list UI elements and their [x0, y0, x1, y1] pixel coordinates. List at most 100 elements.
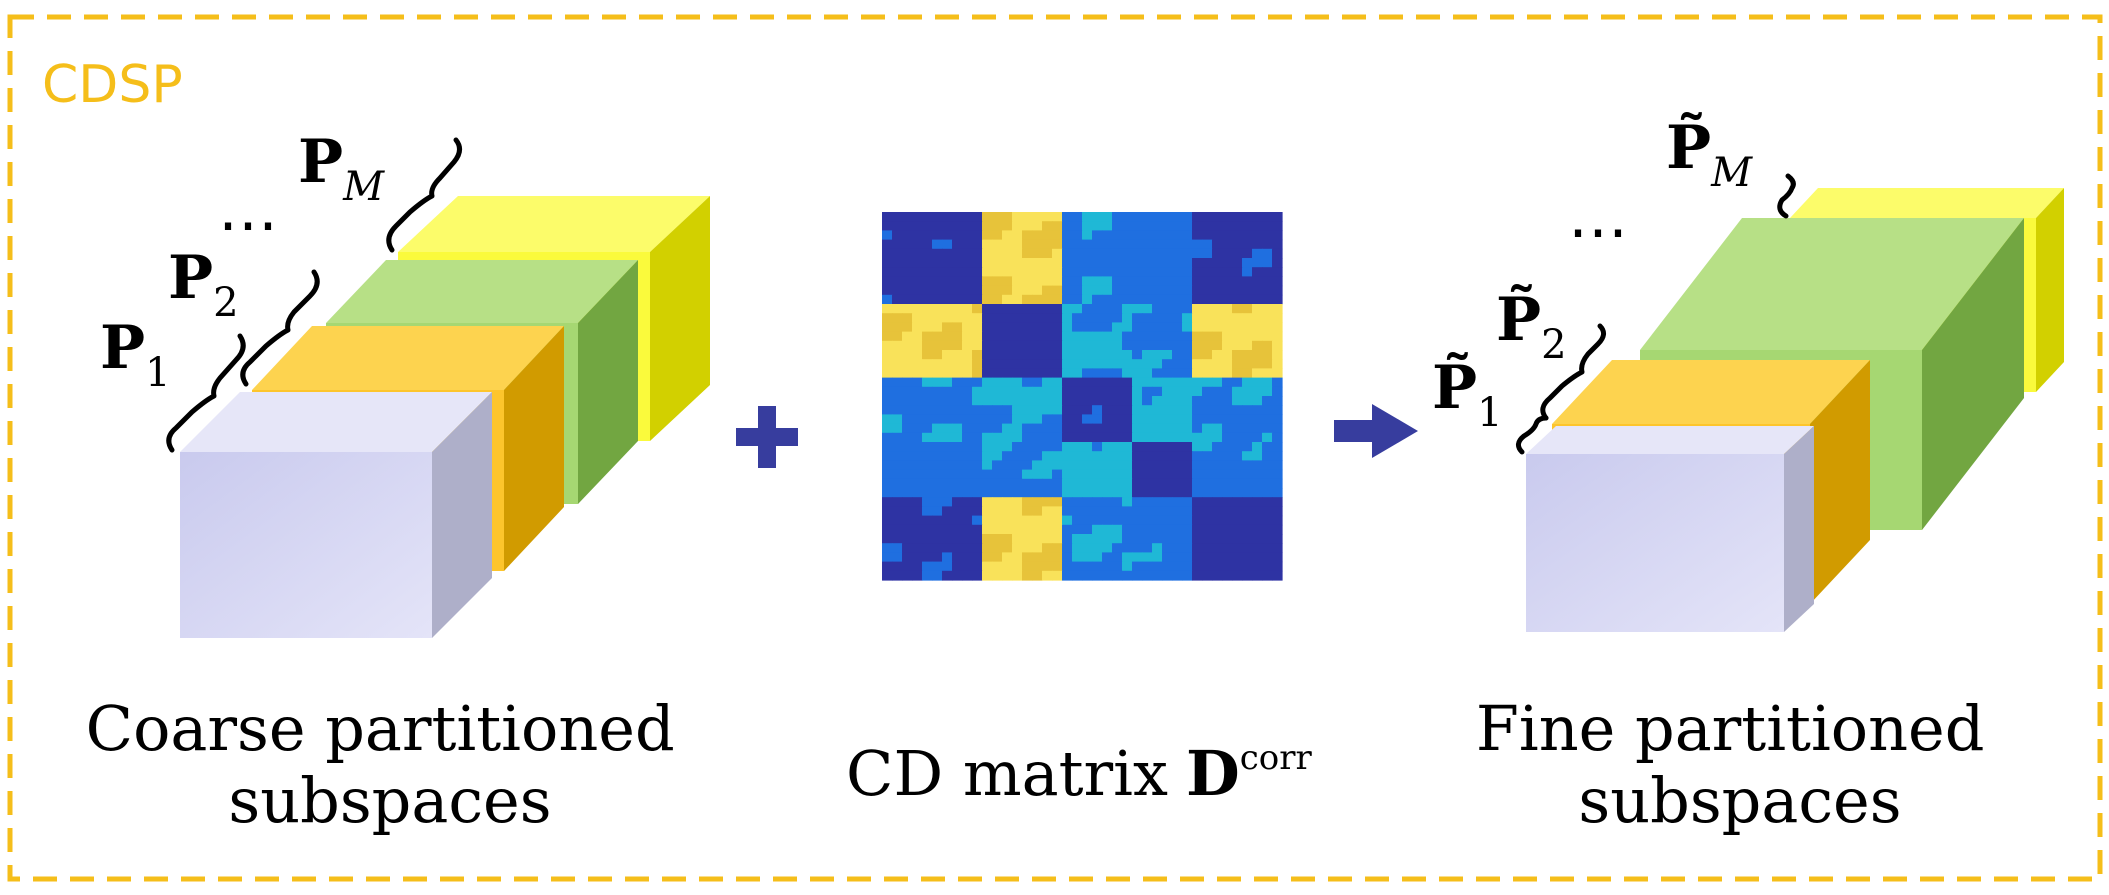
heatmap-cell [1032, 515, 1043, 526]
heatmap-cell [1232, 322, 1243, 333]
heatmap-cell [1082, 460, 1093, 471]
heatmap-cell [1202, 432, 1213, 443]
heatmap-cell [982, 534, 993, 544]
heatmap-cell [1252, 423, 1263, 434]
heatmap-cell [1122, 478, 1133, 489]
heatmap-cell [1022, 552, 1033, 563]
heatmap-cell [1062, 432, 1073, 443]
heatmap-cell [902, 221, 913, 231]
heatmap-cell [1192, 248, 1203, 259]
heatmap-cell [1232, 423, 1243, 434]
heatmap-cell [1022, 543, 1033, 553]
heatmap-cell [1202, 488, 1213, 498]
heatmap-cell [952, 258, 963, 268]
heatmap-cell [1242, 561, 1253, 572]
heatmap-cell [1042, 368, 1053, 379]
heatmap-cell [1062, 294, 1073, 305]
heatmap-cell [1122, 359, 1133, 369]
heatmap-cell [982, 304, 993, 314]
heatmap-cell [1052, 239, 1063, 250]
heatmap-cell [932, 212, 943, 222]
heatmap-cell [1242, 432, 1253, 443]
heatmap-cell [882, 460, 893, 471]
heatmap-cell [1172, 331, 1183, 342]
heatmap-cell [1252, 552, 1263, 563]
heatmap-cell [1062, 377, 1073, 388]
heatmap-cell [882, 313, 893, 323]
heatmap-cell [1272, 442, 1283, 452]
heatmap-cell [1002, 276, 1013, 287]
heatmap-cell [1272, 478, 1283, 489]
heatmap-cell [972, 258, 983, 268]
heatmap-cell [942, 239, 953, 250]
heatmap-cell [1212, 386, 1223, 397]
heatmap-cell [942, 313, 953, 323]
heatmap-cell [1092, 561, 1103, 572]
heatmap-cell [922, 331, 933, 342]
heatmap-cell [1232, 285, 1243, 296]
heatmap-cell [1172, 285, 1183, 296]
heatmap-cell [1092, 396, 1103, 406]
heatmap-cell [972, 414, 983, 425]
heatmap-cell [1162, 386, 1173, 397]
heatmap-cell [1262, 543, 1273, 553]
heatmap-cell [1162, 506, 1173, 517]
heatmap-cell [1142, 488, 1153, 498]
heatmap-cell [962, 414, 973, 425]
heatmap-cell [942, 534, 953, 544]
heatmap-cell [1212, 322, 1223, 333]
heatmap-cell [1112, 212, 1123, 222]
heatmap-cell [942, 386, 953, 397]
heatmap-cell [1082, 543, 1093, 553]
heatmap-cell [1042, 350, 1053, 360]
heatmap-cell [1272, 506, 1283, 517]
heatmap-cell [1262, 359, 1273, 369]
heatmap-cell [1242, 285, 1253, 296]
heatmap-cell [1082, 423, 1093, 434]
heatmap-cell [1082, 239, 1093, 250]
heatmap-cell [1102, 267, 1113, 277]
heatmap-cell [1042, 294, 1053, 305]
heatmap-cell [1162, 515, 1173, 526]
heatmap-cell [892, 386, 903, 397]
heatmap-cell [932, 543, 943, 553]
heatmap-cell [1112, 239, 1123, 250]
heatmap-cell [1012, 570, 1023, 581]
heatmap-cell [1082, 313, 1093, 323]
heatmap-cell [1212, 469, 1223, 480]
heatmap-cell [972, 294, 983, 305]
heatmap-cell [972, 267, 983, 277]
heatmap-cell [922, 488, 933, 498]
heatmap-cell [1212, 276, 1223, 287]
heatmap-cell [1032, 322, 1043, 333]
heatmap-cell [1222, 497, 1233, 507]
heatmap-cell [1102, 506, 1113, 517]
heatmap-cell [1192, 534, 1203, 544]
heatmap-cell [1062, 350, 1073, 360]
heatmap-cell [1232, 294, 1243, 305]
heatmap-cell [942, 294, 953, 305]
heatmap-cell [1232, 451, 1243, 461]
heatmap-cell [1182, 368, 1193, 379]
heatmap-cell [1142, 258, 1153, 268]
heatmap-cell [922, 340, 933, 351]
heatmap-cell [1042, 304, 1053, 314]
heatmap-cell [992, 497, 1003, 507]
heatmap-cell [1072, 488, 1083, 498]
heatmap-cell [982, 258, 993, 268]
heatmap-cell [1232, 230, 1243, 241]
heatmap-cell [1232, 313, 1243, 323]
heatmap-cell [1232, 534, 1243, 544]
heatmap-cell [962, 561, 973, 572]
heatmap-cell [1002, 506, 1013, 517]
heatmap-cell [1072, 313, 1083, 323]
heatmap-cell [902, 469, 913, 480]
heatmap-cell [1132, 469, 1143, 480]
heatmap-cell [882, 451, 893, 461]
heatmap-cell [942, 230, 953, 241]
heatmap-cell [1022, 331, 1033, 342]
label-p1-tilde: P̃1 [1432, 352, 1503, 436]
heatmap-cell [1192, 405, 1203, 415]
heatmap-cell [1132, 506, 1143, 517]
heatmap-cell [1212, 478, 1223, 489]
